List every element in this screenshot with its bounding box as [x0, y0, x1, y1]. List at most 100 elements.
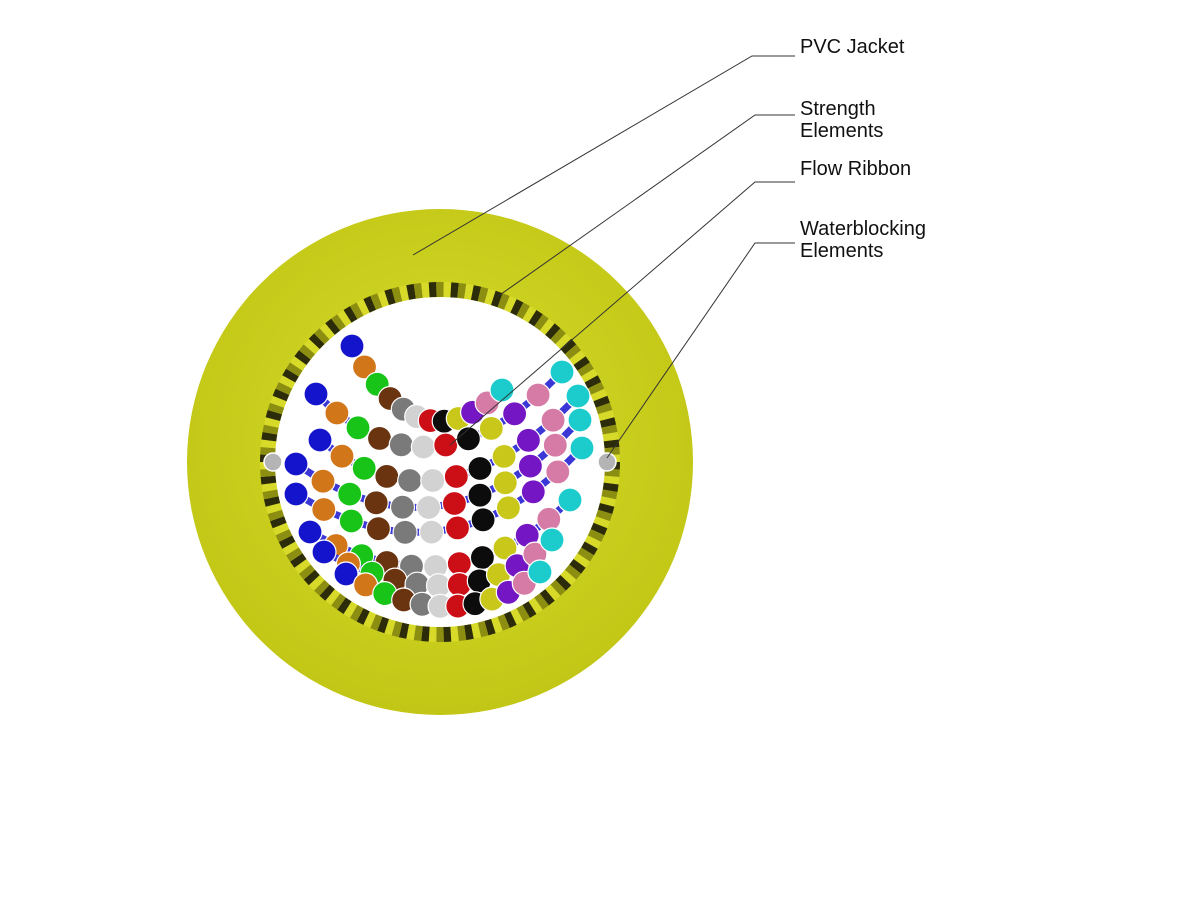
strength-yarn-segment	[464, 283, 474, 300]
strength-yarn-segment	[267, 402, 285, 415]
strength-yarn-segment	[270, 395, 287, 408]
waterblocking-element-left	[263, 452, 283, 472]
fiber-white	[410, 434, 436, 460]
strength-yarn-segment	[443, 282, 452, 298]
strength-yarn-segment	[534, 593, 549, 610]
strength-yarn-segment	[370, 614, 383, 631]
strength-yarn-segment	[477, 620, 489, 638]
strength-yarn-segment	[261, 431, 278, 442]
strength-yarn-segment	[325, 589, 341, 606]
strength-yarn-segment	[263, 417, 281, 428]
strength-yarn-segment	[597, 409, 615, 421]
fiber-orange	[329, 443, 355, 469]
fiber-blue	[311, 539, 337, 565]
strength-yarn-segment	[391, 286, 403, 304]
fiber-yellow	[491, 443, 517, 469]
strength-yarn-segment	[308, 574, 325, 591]
strength-yarn-segment	[573, 356, 590, 371]
strength-yarn-segment	[286, 362, 303, 377]
strength-yarn-segment	[470, 285, 482, 302]
strength-yarn-segment	[260, 439, 277, 449]
strength-yarn-segment	[555, 333, 572, 350]
strength-yarn-segment	[278, 535, 296, 549]
strength-yarn-segment	[370, 293, 383, 310]
fiber-blue	[339, 333, 365, 359]
strength-yarn-segment	[595, 509, 613, 522]
strength-yarn-segment	[290, 553, 307, 568]
strength-yarn-segment	[413, 282, 423, 299]
strength-yarn-segment	[484, 288, 496, 306]
strength-yarn-segment	[275, 529, 293, 543]
strength-yarn-segment	[406, 283, 416, 300]
leader-pvc-jacket	[412, 55, 795, 256]
label-strength-elements: Strength Elements	[800, 98, 884, 142]
strength-yarn-segment	[503, 611, 517, 628]
fiber-rose	[525, 382, 551, 408]
strength-yarn-segment	[587, 529, 605, 543]
fiber-green	[351, 455, 377, 481]
fiber-violet	[515, 427, 542, 453]
fiber-blue	[333, 561, 359, 587]
strength-yarn-segment	[261, 482, 278, 493]
strength-yarn-segment	[298, 564, 316, 580]
strength-yarn-segment	[457, 625, 467, 642]
strength-yarn-segment	[464, 624, 474, 641]
fiber-aqua	[567, 407, 593, 433]
strength-yarn-segment	[356, 299, 370, 316]
fiber-aqua	[557, 487, 583, 513]
fiber-slate	[388, 432, 414, 458]
fiber-slate	[397, 467, 423, 494]
strength-yarn-segment	[510, 299, 524, 316]
strength-yarn-segment	[539, 589, 555, 606]
strength-yarn-segment	[314, 328, 330, 345]
strength-yarn-segment	[272, 388, 290, 402]
fiber-aqua	[489, 377, 515, 403]
strength-yarn-segment	[356, 608, 370, 625]
strength-yarn-segment	[569, 558, 586, 574]
strength-yarn-segment	[590, 522, 608, 536]
fiber-orange	[324, 400, 350, 426]
leader-strength-elements	[496, 114, 795, 298]
strength-yarn-segment	[477, 286, 489, 304]
strength-yarn-segment	[595, 402, 613, 415]
fiber-yellow	[492, 535, 518, 561]
strength-yarn-segment	[363, 611, 377, 628]
fiber-blue	[303, 381, 329, 407]
strength-yarn-segment	[262, 489, 279, 500]
strength-yarn-segment	[497, 614, 510, 631]
flow-ribbon	[283, 435, 595, 545]
strength-yarn-segment	[314, 579, 330, 596]
strength-yarn-segment	[528, 597, 543, 614]
strength-yarn-segment	[377, 290, 390, 308]
fiber-green	[337, 481, 363, 507]
strength-yarn-segment	[262, 424, 279, 435]
strength-yarn-segment	[377, 616, 390, 634]
strength-yarn-segment	[457, 282, 467, 299]
strength-yarn-segment	[398, 622, 410, 639]
strength-yarn-segment	[294, 350, 311, 366]
strength-yarn-segment	[450, 626, 459, 642]
strength-yarn-segment	[560, 569, 577, 586]
fiber-blue	[307, 427, 333, 453]
fiber-slate	[392, 519, 418, 545]
fiber-slate	[389, 494, 416, 520]
fiber-white	[420, 467, 446, 494]
strength-yarn-segment	[384, 618, 396, 636]
leader-waterblocking-elements	[606, 242, 795, 459]
strength-yarn-segment	[602, 482, 619, 493]
strength-yarn-segment	[290, 356, 307, 371]
strength-yarn-segment	[260, 475, 277, 485]
strength-yarn-segment	[443, 626, 452, 642]
flow-ribbon	[307, 383, 591, 494]
fiber-aqua	[569, 435, 595, 461]
strength-yarn-segment	[303, 569, 320, 586]
fiber-black	[470, 507, 496, 533]
strength-yarn-segment	[490, 616, 503, 634]
strength-yarn-segment	[263, 496, 281, 507]
strength-yarn-segment	[550, 328, 566, 345]
label-flow-ribbon: Flow Ribbon	[800, 158, 912, 180]
fiber-orange	[310, 468, 336, 494]
fiber-red	[441, 490, 467, 517]
strength-yarn-segment	[564, 564, 582, 580]
strength-yarn-segment	[350, 604, 364, 622]
